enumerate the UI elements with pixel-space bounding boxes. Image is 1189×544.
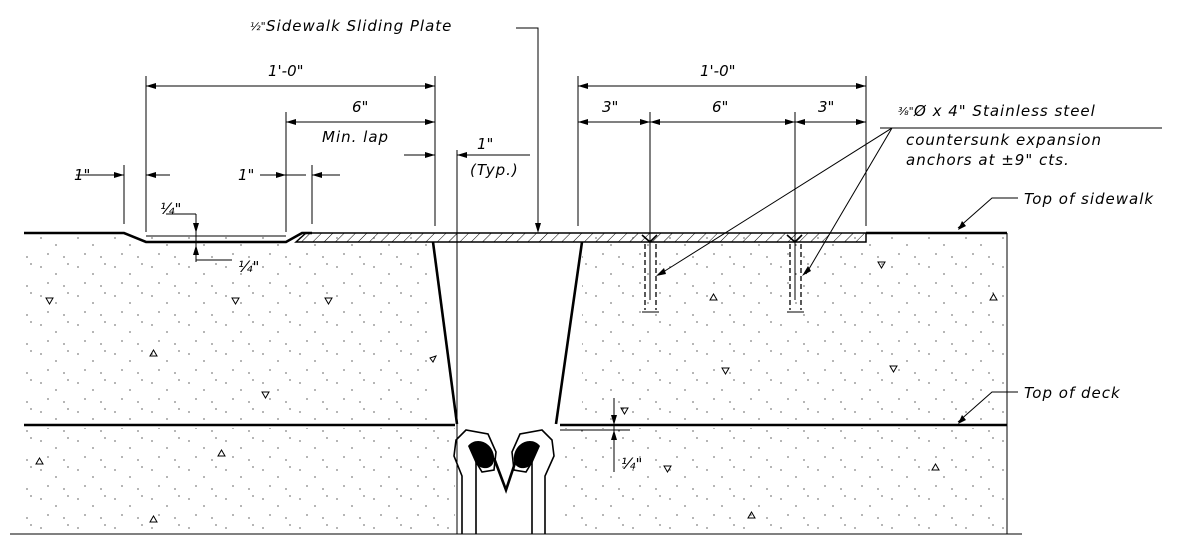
top-of-sidewalk-label: Top of sidewalk xyxy=(1024,190,1154,208)
concrete-aggregate xyxy=(35,261,998,523)
recess-bottom-dimension: ¼" xyxy=(238,258,259,276)
anchor-note-line-2: countersunk expansion xyxy=(906,131,1102,149)
typical-1in-dimension: 1" xyxy=(477,135,493,153)
middle-1in-dimension: 1" xyxy=(238,166,254,184)
top-of-deck-label: Top of deck xyxy=(1024,384,1121,402)
typical-label: (Typ.) xyxy=(470,161,519,179)
left-overall-dimension: 1'-0" xyxy=(268,62,304,80)
sliding-plate-fraction: ½" xyxy=(250,20,266,33)
min-lap-value: 6" xyxy=(352,98,368,116)
sidewalk-surface xyxy=(24,231,1008,534)
deck-offset-dimension: ¼" xyxy=(621,455,642,473)
anchor-note-line-1: Ø x 4" Stainless steel xyxy=(913,102,1096,120)
joint-gap xyxy=(431,150,584,534)
min-lap-label: Min. lap xyxy=(322,128,389,146)
concrete-stipple xyxy=(24,236,1007,534)
right-6in-dimension: 6" xyxy=(712,98,728,116)
anchor-size-fraction: ⅜" xyxy=(898,105,914,118)
right-3in-dimension-b: 3" xyxy=(818,98,834,116)
anchor-note-line-3: anchors at ±9" cts. xyxy=(906,151,1070,169)
sliding-plate xyxy=(294,232,867,243)
right-overall-dimension: 1'-0" xyxy=(700,62,736,80)
strip-seal-joint xyxy=(453,429,555,534)
left-edge-1in-dimension: 1" xyxy=(74,166,90,184)
right-3in-dimension-a: 3" xyxy=(602,98,618,116)
deck-surface xyxy=(10,423,1022,535)
sliding-plate-label: Sidewalk Sliding Plate xyxy=(266,17,452,35)
recess-top-dimension: ¼" xyxy=(160,200,181,218)
dimension-arrows xyxy=(114,83,966,440)
dimension-lines xyxy=(76,27,1162,472)
